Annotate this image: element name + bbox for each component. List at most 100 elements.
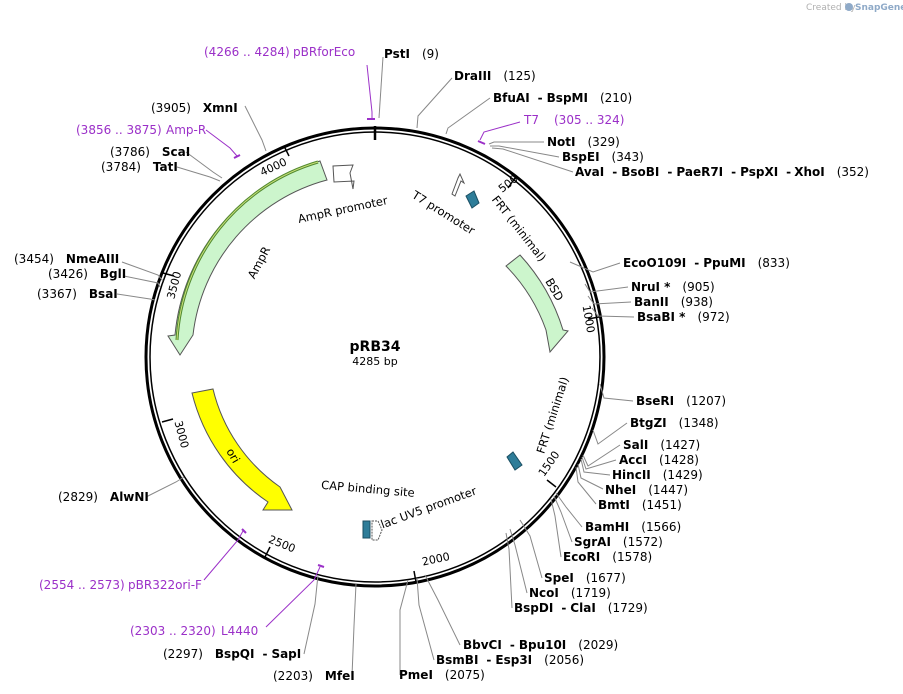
- amp-r-name[interactable]: Amp-R: [166, 123, 206, 137]
- l4440-range[interactable]: (2303 .. 2320): [130, 624, 216, 638]
- site-label-psti[interactable]: PstI(9): [384, 47, 439, 61]
- site-label-bgli[interactable]: (3426)BglI: [48, 267, 126, 281]
- site-label-bseri[interactable]: BseRI(1207): [636, 394, 726, 408]
- bsabi-leader: [591, 307, 635, 318]
- t7-primer-name[interactable]: T7: [523, 113, 539, 127]
- site-label-sgrai[interactable]: SgrAI(1572): [574, 535, 663, 549]
- site-label-bspei[interactable]: BspEI(343): [562, 150, 644, 164]
- hincii-leader: [580, 458, 611, 476]
- t7-primer-range[interactable]: (305 .. 324): [554, 113, 624, 127]
- pbr322ori-f-name[interactable]: pBR322ori-F: [128, 578, 202, 592]
- amp-r-range[interactable]: (3856 .. 3875): [76, 123, 162, 137]
- bsd-gene-arrow: [505, 254, 569, 354]
- site-label-ecori[interactable]: EcoRI(1578): [563, 550, 652, 564]
- l4440-name[interactable]: L4440: [221, 624, 258, 638]
- site-label-mfei[interactable]: (2203)MfeI: [273, 669, 355, 683]
- site-label-nmeaiii[interactable]: (3454)NmeAIII: [14, 252, 119, 266]
- ampr-label: AmpR: [245, 244, 273, 281]
- pbrforeco-leader: [366, 64, 373, 118]
- snapgene-logo-icon: [845, 3, 853, 11]
- left-sites: (3905)XmnI (3786)ScaI (3784)TatI (3454)N…: [14, 101, 355, 683]
- site-label-sali[interactable]: SalI(1427): [623, 438, 700, 452]
- ecoo109i-leader: [569, 261, 621, 273]
- site-label-banii[interactable]: BanII(938): [634, 295, 713, 309]
- tick-label-3000: 3000: [171, 419, 191, 449]
- frt-bottom-arrow: [506, 451, 523, 471]
- plasmid-size: 4285 bp: [352, 355, 397, 368]
- site-label-bfuai[interactable]: BfuAI-BspMI(210): [493, 91, 632, 105]
- site-label-bamhi[interactable]: BamHI(1566): [585, 520, 681, 534]
- site-label-draiii[interactable]: DraIII(125): [454, 69, 536, 83]
- noti-leader: [488, 141, 544, 145]
- site-label-hincii[interactable]: HincII(1429): [612, 468, 703, 482]
- amp-r-primer-highlight: [176, 161, 319, 341]
- mfei-leader: [351, 583, 357, 677]
- btgzi-leader: [592, 422, 628, 445]
- site-label-bmti[interactable]: BmtI(1451): [598, 498, 682, 512]
- tick-label-2500: 2500: [266, 533, 297, 556]
- tick-mark-500: [507, 177, 516, 189]
- site-leaders: [116, 56, 635, 677]
- t7-promoter-arrow: [451, 172, 466, 197]
- tick-mark-4000: [283, 145, 290, 157]
- plasmid-name: pRB34: [350, 339, 401, 355]
- t7-leader: [479, 121, 521, 141]
- ori-label: ori: [223, 446, 243, 466]
- site-label-acci[interactable]: AccI(1428): [619, 453, 699, 467]
- site-label-bbvci[interactable]: BbvCI-Bpu10I(2029): [463, 638, 618, 652]
- alwni-leader: [145, 476, 185, 498]
- site-label-btgzi[interactable]: BtgZI(1348): [630, 416, 719, 430]
- site-label-tati[interactable]: (3784)TatI: [101, 160, 178, 174]
- site-label-ncoi[interactable]: NcoI(1719): [529, 586, 611, 600]
- site-label-scai[interactable]: (3786)ScaI: [110, 145, 190, 159]
- tick-mark-2000: [413, 570, 417, 583]
- pbrforeco-name[interactable]: pBRforEco: [293, 45, 355, 59]
- scai-leader: [185, 151, 223, 179]
- site-label-nrui[interactable]: NruI *(905): [631, 280, 715, 294]
- site-label-avai[interactable]: AvaI-BsoBI-PaeR7I-PspXI-XhoI(352): [575, 165, 869, 179]
- pmei-leader: [399, 579, 409, 675]
- sgrai-leader: [553, 495, 573, 543]
- bspei-leader: [490, 145, 560, 158]
- snapgene-logo-text: SnapGene: [855, 3, 903, 13]
- site-label-bsai[interactable]: (3367)BsaI: [37, 287, 118, 301]
- banii-leader: [587, 295, 632, 305]
- tick-mark-1500: [546, 479, 557, 488]
- pbr322ori-f-leader: [203, 530, 244, 581]
- ampr-promoter-arrow: [332, 164, 355, 190]
- site-label-noti[interactable]: NotI(329): [547, 135, 620, 149]
- site-label-ecoo109i[interactable]: EcoO109I-PpuMI(833): [623, 256, 790, 270]
- pbr322ori-f-range[interactable]: (2554 .. 2573): [39, 578, 125, 592]
- t7-primer-mark: [477, 140, 486, 145]
- site-label-pmei[interactable]: PmeI(2075): [399, 668, 485, 682]
- watermark-prefix: Created by: [806, 3, 856, 13]
- bseri-leader: [599, 383, 634, 402]
- tati-leader: [176, 166, 221, 182]
- ori-arrow: [191, 388, 293, 511]
- bsmbi-leader: [416, 577, 435, 661]
- acci-leader: [581, 456, 617, 470]
- site-label-bspdi[interactable]: BspDI-ClaI(1729): [514, 601, 648, 615]
- tick-mark-3500: [162, 272, 175, 277]
- tick-label-2000: 2000: [421, 550, 451, 569]
- bgli-leader: [123, 275, 161, 288]
- site-label-bsmbi[interactable]: BsmBI-Esp3I(2056): [436, 653, 584, 667]
- bfuai-leader: [445, 97, 491, 135]
- site-label-alwni[interactable]: (2829)AlwNI: [58, 490, 149, 504]
- pbr322ori-f-primer-mark: [241, 528, 247, 534]
- ecori-leader: [550, 498, 562, 558]
- site-label-nhei[interactable]: NheI(1447): [605, 483, 688, 497]
- bamhi-leader: [555, 492, 583, 528]
- tick-label-1000: 1000: [580, 304, 598, 334]
- frt-bottom-label: FRT (minimal): [534, 375, 572, 455]
- site-label-spei[interactable]: SpeI(1677): [544, 571, 626, 585]
- bmti-leader: [575, 466, 597, 505]
- site-label-bsabi[interactable]: BsaBI *(972): [637, 310, 730, 324]
- ampr-promoter-label: AmpR promoter: [297, 193, 390, 226]
- site-label-xmni[interactable]: (3905)XmnI: [151, 101, 238, 115]
- site-label-bspqi[interactable]: (2297)BspQI-SapI: [163, 647, 301, 661]
- spei-leader: [519, 519, 543, 579]
- cap-binding-site-label: CAP binding site: [321, 478, 416, 500]
- pbrforeco-range[interactable]: (4266 .. 4284): [204, 45, 290, 59]
- tick-mark-3000: [161, 418, 174, 423]
